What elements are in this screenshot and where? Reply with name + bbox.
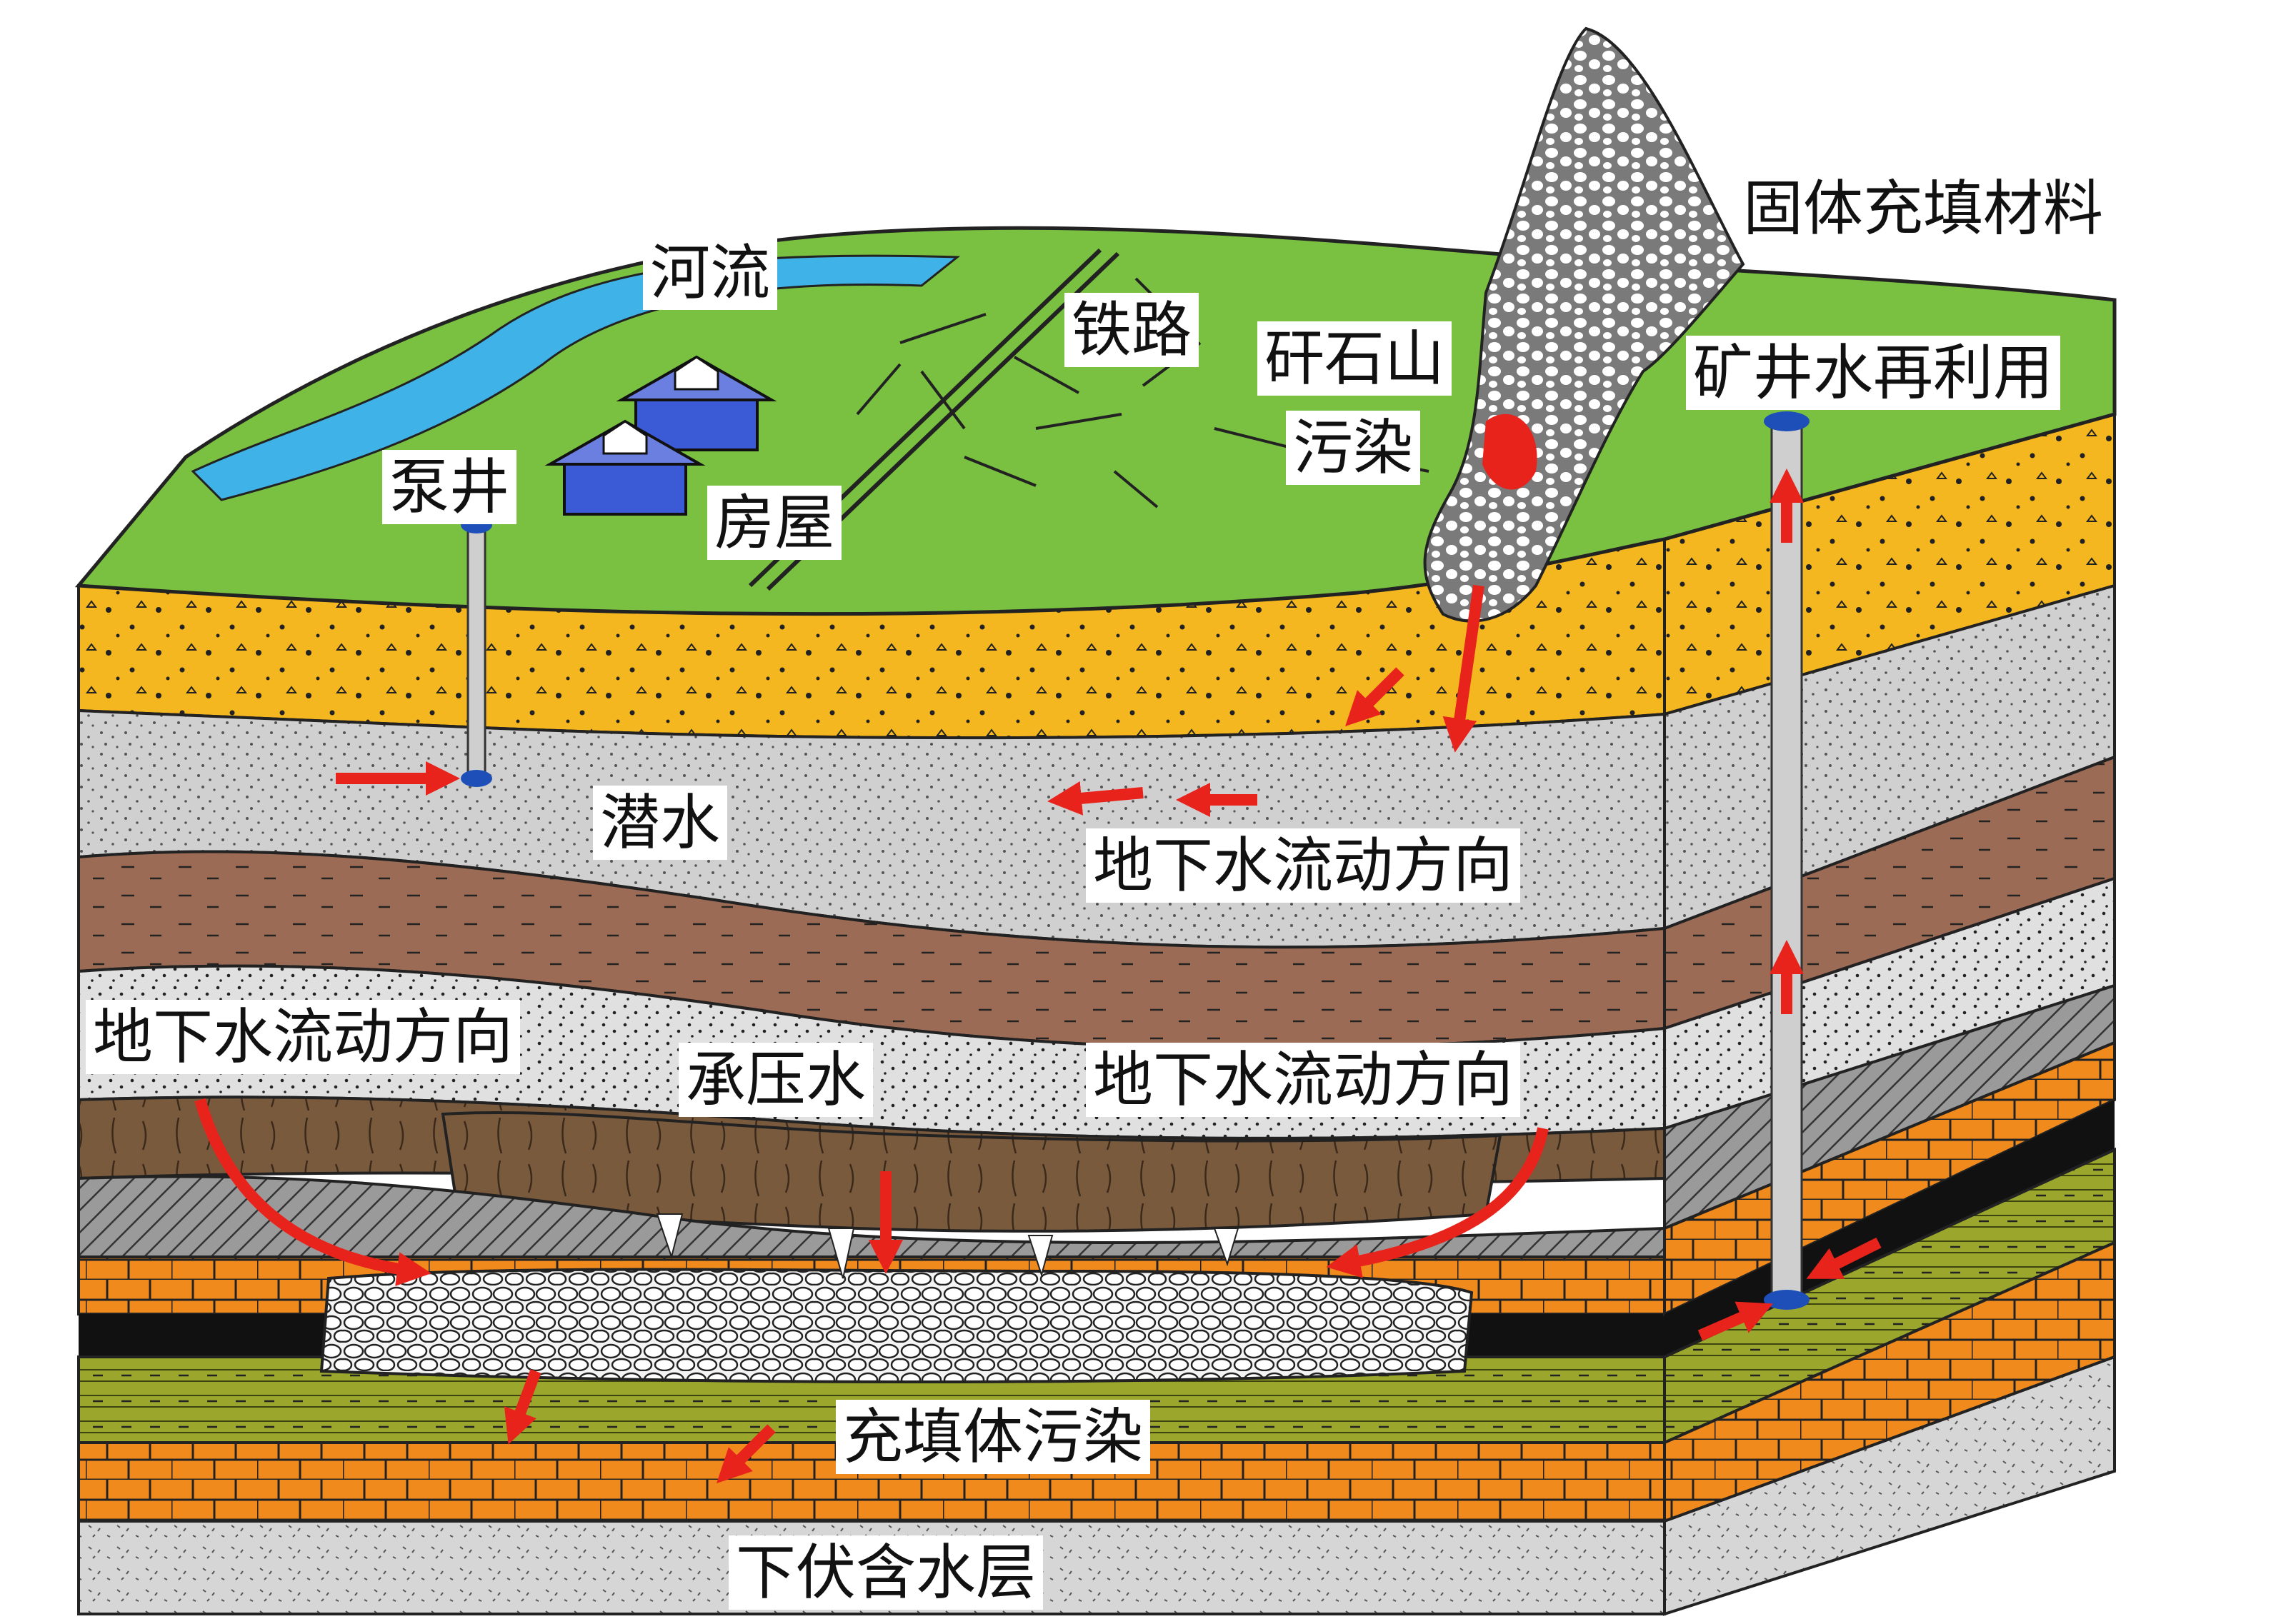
label-solid-fill: 固体充填材料 — [1743, 174, 2104, 244]
label-confined: 承压水 — [679, 1043, 874, 1117]
flow-arrows — [194, 468, 1882, 1483]
label-railway: 铁路 — [1064, 293, 1199, 367]
label-river: 河流 — [643, 236, 778, 310]
label-mine-water-reuse: 矿井水再利用 — [1686, 336, 2061, 410]
side-lower-aquifer — [1663, 1355, 2116, 1616]
label-fill-pollution: 充填体污染 — [836, 1400, 1151, 1474]
gangue-mountain-icon — [1423, 26, 1745, 623]
label-lower-aquifer: 下伏含水层 — [729, 1535, 1044, 1610]
label-gangue-1: 矸石山 — [1257, 321, 1452, 396]
stratum-collapsed-blocks — [441, 1111, 1502, 1233]
fill-body — [319, 1268, 1474, 1383]
mine-water-well-icon — [1764, 411, 1810, 1310]
fracture-drips — [656, 1213, 1239, 1279]
label-gangue-2: 污染 — [1286, 411, 1421, 485]
label-houses: 房屋 — [707, 486, 842, 560]
label-flow-upper: 地下水流动方向 — [1086, 828, 1521, 903]
house-icon — [544, 355, 777, 516]
label-flow-mid: 地下水流动方向 — [1086, 1043, 1521, 1117]
side-strata — [1663, 412, 2116, 1616]
river — [191, 254, 961, 501]
label-phreatic: 潜水 — [593, 786, 728, 860]
label-flow-left: 地下水流动方向 — [86, 1000, 521, 1074]
label-pump-well: 泵井 — [382, 450, 517, 524]
